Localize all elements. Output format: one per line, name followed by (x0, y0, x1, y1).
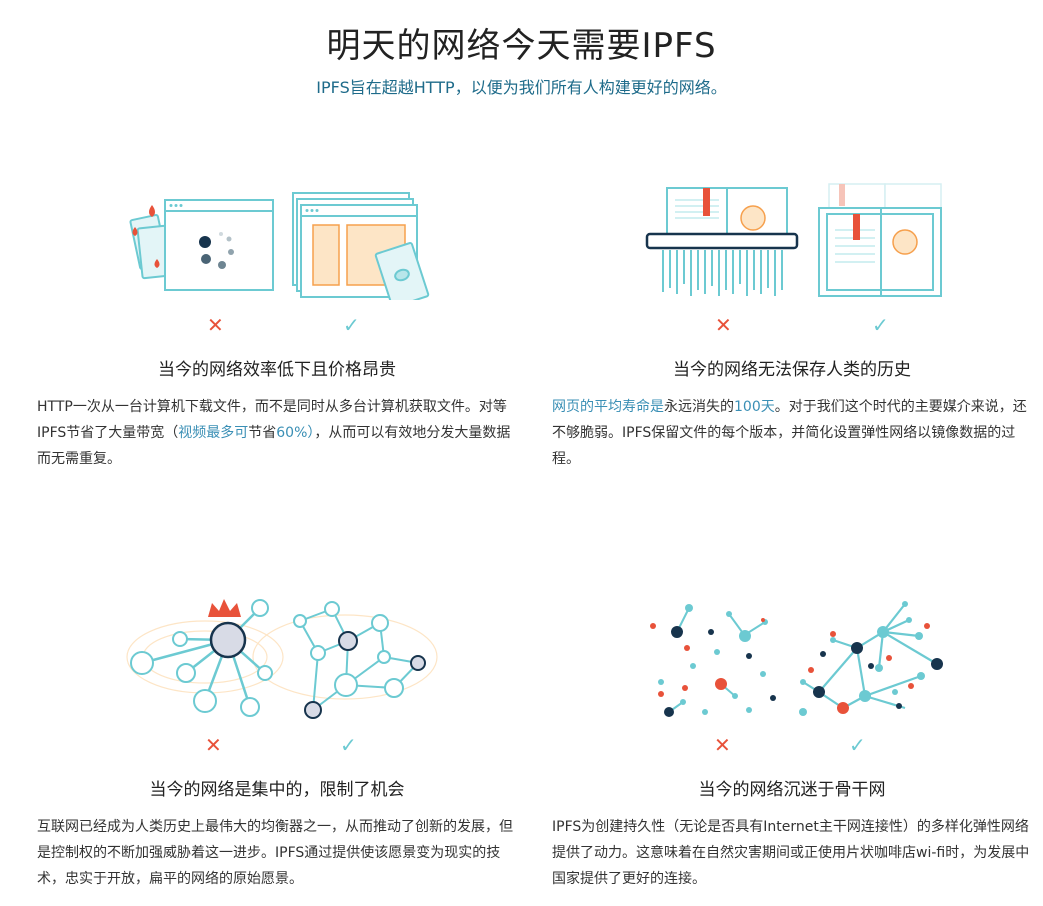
page-title: 明天的网络今天需要IPFS (326, 26, 717, 66)
centralized-network-illustration (126, 599, 438, 719)
archived-book-icon (818, 183, 942, 297)
disconnected-nodes (650, 604, 776, 717)
incorrect-icon: ✕ (714, 733, 731, 757)
correct-icon: ✓ (849, 733, 866, 757)
backbone-network-illustration (650, 601, 943, 717)
card-body-inefficient: HTTP一次从一台计算机下载文件，而不是同时从多台计算机获取文件。对等IPFS节… (37, 399, 511, 467)
average-lifespan-link[interactable]: 网页的平均寿命是 (552, 399, 664, 415)
sixty-percent-link[interactable]: 60%） (276, 425, 315, 441)
correct-icon: ✓ (872, 313, 889, 337)
card-heading-centralized: 当今的网络是集中的，限制了机会 (149, 780, 405, 800)
hundred-days-link[interactable]: 100天 (734, 399, 775, 415)
fire-icon (132, 205, 160, 268)
correct-icon: ✓ (343, 313, 360, 337)
crown-icon (208, 599, 241, 617)
page-subtitle: IPFS旨在超越HTTP，以便为我们所有人构建更好的网络。 (316, 78, 727, 97)
card-body-centralized: 互联网已经成为人类历史上最伟大的均衡器之一，从而推动了创新的发展，但是控制权的不… (37, 819, 513, 887)
bandwidth-illustration (129, 192, 430, 300)
card-body-history: 网页的平均寿命是永远消失的100天。对于我们这个时代的主要媒介来说，还不够脆弱。… (552, 399, 1027, 467)
central-server-node (209, 621, 247, 659)
video-savings-link[interactable]: 视频最多可 (178, 425, 249, 441)
money-icon (374, 242, 430, 300)
card-heading-inefficient: 当今的网络效率低下且价格昂贵 (158, 360, 396, 380)
connected-mesh (799, 601, 943, 716)
correct-icon: ✓ (340, 733, 357, 757)
history-illustration (645, 183, 942, 297)
card-body-backbone: IPFS为创建持久性（无论是否具有Internet主干网连接性）的多样化弹性网络… (552, 819, 1030, 887)
card-heading-backbone: 当今的网络沉迷于骨干网 (698, 780, 886, 800)
card-heading-history: 当今的网络无法保存人类的历史 (673, 360, 911, 380)
browser-window-icon (164, 199, 274, 291)
loading-spinner-icon (199, 232, 234, 269)
incorrect-icon: ✕ (715, 313, 732, 337)
shredder-icon (645, 187, 799, 296)
incorrect-icon: ✕ (205, 733, 222, 757)
incorrect-icon: ✕ (207, 313, 224, 337)
